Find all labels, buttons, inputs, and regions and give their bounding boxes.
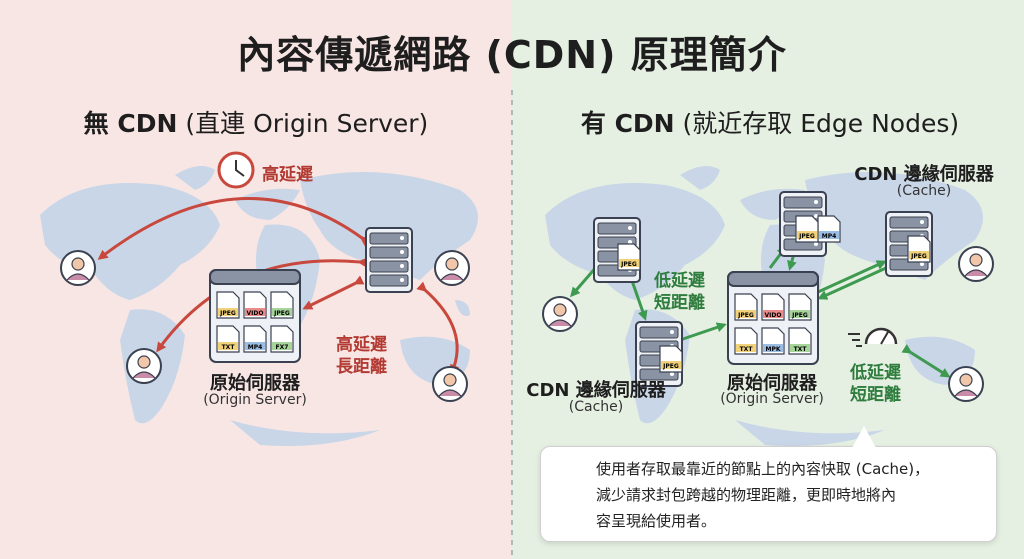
right-file-label-5: MPK [765, 346, 780, 353]
right-user-icon-1 [542, 296, 578, 332]
edge-left-name: CDN 邊緣伺服器 [526, 380, 666, 401]
left-heading-rest: (直連 Origin Server) [185, 109, 429, 138]
note-line-2: 減少請求封包跨越的物理距離，更即時地將內 [596, 486, 897, 504]
left-section-heading: 無 CDN (直連 Origin Server) [84, 104, 429, 140]
low-latency-label-1a: 低延遲 [654, 271, 705, 291]
edge-file-label-3: MP4 [822, 233, 837, 240]
right-origin-server-icon: JPEG VIDO JPEG TXT MPK TXT [727, 271, 819, 365]
left-file-label-3: JPEG [273, 310, 290, 317]
right-file-label-3: JPEG [791, 312, 808, 319]
note-line-3: 容呈現給使用者。 [596, 512, 717, 530]
edge-top-sub: (Cache) [896, 183, 952, 199]
edge-cache-file-icons: JPEG JPEG MP4 JPEG JPEG [617, 215, 931, 373]
right-user-icon-2 [958, 246, 994, 282]
left-remote-server-icon [365, 227, 413, 293]
right-file-label-6: TXT [794, 346, 808, 353]
edge-file-label-1: JPEG [620, 261, 637, 268]
right-origin-sub: (Origin Server) [720, 391, 824, 407]
left-user-icon-2 [126, 348, 162, 384]
right-file-label-4: TXT [740, 346, 754, 353]
left-latency-badge: 高延遲 [262, 165, 313, 185]
left-clock-icon [217, 151, 255, 189]
right-heading-bold: 有 CDN [580, 109, 675, 138]
page-title: 內容傳遞網路 (CDN) 原理簡介 [237, 33, 787, 77]
edge-file-label-5: JPEG [910, 253, 927, 260]
left-heading-bold: 無 CDN [83, 109, 178, 138]
right-speed-gauge-icon [848, 327, 898, 347]
left-origin-sub: (Origin Server) [203, 392, 307, 408]
left-user-icon-4 [432, 366, 468, 402]
right-section-heading: 有 CDN (就近存取 Edge Nodes) [581, 104, 959, 140]
right-file-label-1: JPEG [737, 312, 754, 319]
edge-left-sub: (Cache) [568, 399, 624, 415]
left-distance-label-1: 高延遲 [336, 335, 387, 355]
low-latency-label-2b: 短距離 [850, 385, 901, 405]
left-origin-server-icon: JPEG VIDO JPEG TXT MP4 FX7 [209, 269, 301, 363]
note-callout-tail [852, 426, 876, 448]
note-line-1: 使用者存取最靠近的節點上的內容快取 (Cache)， [596, 460, 930, 478]
edge-file-label-2: JPEG [662, 363, 679, 370]
edge-file-label-4: JPEG [798, 233, 815, 240]
note-icons-layer [540, 446, 600, 540]
right-origin-name: 原始伺服器 [727, 373, 817, 394]
explanation-note [540, 446, 997, 542]
right-file-label-2: VIDO [765, 312, 782, 319]
left-user-icon-3 [434, 250, 470, 286]
left-file-label-4: TXT [222, 344, 236, 351]
left-user-icon-1 [60, 250, 96, 286]
edge-top-name: CDN 邊緣伺服器 [854, 164, 994, 185]
left-origin-name: 原始伺服器 [210, 373, 300, 394]
left-file-label-1: JPEG [219, 310, 236, 317]
left-file-label-6: FX7 [276, 344, 289, 351]
left-distance-label-2: 長距離 [336, 357, 387, 377]
left-file-label-2: VIDO [247, 310, 264, 317]
right-user-icon-3 [948, 366, 984, 402]
low-latency-label-1b: 短距離 [654, 293, 705, 313]
right-heading-rest: (就近存取 Edge Nodes) [682, 109, 960, 138]
low-latency-label-2a: 低延遲 [850, 363, 901, 383]
left-file-label-5: MP4 [248, 344, 263, 351]
